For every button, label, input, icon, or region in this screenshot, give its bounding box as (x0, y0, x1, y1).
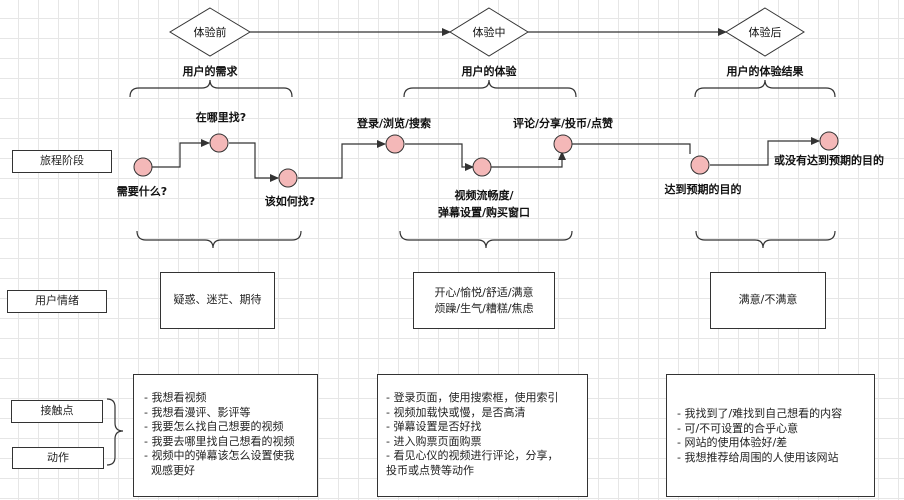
emotion-before-line: 疑惑、迷茫、期待 (173, 293, 262, 307)
emotion-after-line: 满意/不满意 (738, 293, 798, 307)
emotion-during-line-1: 开心/愉悦/舒适/满意 (434, 285, 534, 299)
top-brace-before (129, 79, 293, 98)
action-box-before: - 我想看视频 - 我想看漫评、影评等 - 我要怎么找自己想要的视频 - 我要去… (133, 374, 318, 497)
phase-caption-during: 用户的体验 (462, 64, 518, 78)
action-during-item: - 视频加载快或慢，是否高清 (386, 405, 526, 419)
action-after-item: - 网站的使用体验好/差 (677, 436, 788, 449)
label-how-find: 该如何找? (265, 194, 315, 208)
emotion-box-after: 满意/不满意 (710, 272, 826, 329)
bottom-brace-during (399, 230, 573, 249)
label-video-line2: 弹幕设置/购买窗口 (438, 205, 530, 219)
action-during-item: 投币或点赞等动作 (386, 463, 474, 477)
label-comment: 评论/分享/投币/点赞 (513, 116, 613, 130)
label-where-find: 在哪里找? (196, 110, 246, 124)
journey-path (152, 137, 820, 182)
row-label-action: 动作 (12, 447, 104, 469)
node-login (385, 134, 405, 154)
action-during-item: - 看见心仪的视频进行评论，分享， (386, 449, 559, 462)
action-before-item: - 我想看视频 (144, 391, 207, 404)
emotion-box-before: 疑惑、迷茫、期待 (160, 272, 275, 329)
action-before-item: - 我要去哪里找自己想看的视频 (144, 434, 295, 448)
emotion-box-during: 开心/愉悦/舒适/满意 烦躁/生气/糟糕/焦虑 (413, 272, 555, 329)
side-brace-actions (106, 398, 124, 466)
label-video-line1: 视频流畅度/ (454, 188, 514, 202)
row-label-journey-text: 旅程阶段 (40, 154, 84, 168)
label-not-achieve: 或没有达到预期的目的 (774, 153, 884, 167)
row-label-emotion-text: 用户情绪 (35, 294, 79, 308)
node-video (472, 157, 492, 177)
action-box-after: - 我找到了/难找到自己想看的内容 - 可/不可设置的合乎心意 - 网站的使用体… (666, 374, 875, 497)
row-label-action-text: 动作 (47, 450, 69, 464)
phase-caption-after: 用户的体验结果 (727, 64, 804, 78)
node-how-find (278, 168, 298, 188)
phase-diamond-during: 体验中 (449, 7, 529, 57)
top-brace-after (694, 79, 836, 98)
action-during-item: - 进入购票页面购票 (386, 434, 482, 448)
row-label-emotion: 用户情绪 (7, 290, 107, 313)
label-need-what: 需要什么? (117, 184, 167, 198)
node-achieve (690, 155, 710, 175)
phase-label-before: 体验前 (194, 25, 227, 39)
action-after-item: - 可/不可设置的合乎心意 (677, 421, 799, 435)
action-before-item: - 我要怎么找自己想要的视频 (144, 420, 284, 433)
phase-diamond-before: 体验前 (169, 7, 251, 57)
action-before-item: 观感更好 (144, 463, 195, 477)
node-comment (553, 134, 573, 154)
action-before-item: - 视频中的弹幕该怎么设置使我 (144, 449, 295, 462)
action-before-item: - 我想看漫评、影评等 (144, 405, 251, 419)
bottom-brace-after (695, 230, 836, 249)
action-after-item: - 我想推荐给周围的人使用该网站 (677, 450, 839, 464)
top-brace-during (403, 79, 577, 98)
phase-label-during: 体验中 (473, 25, 506, 39)
phase-diamond-after: 体验后 (725, 7, 805, 57)
bottom-brace-before (136, 230, 302, 249)
label-login: 登录/浏览/搜索 (356, 116, 431, 130)
row-label-touchpoint: 接触点 (11, 400, 103, 423)
action-during-item: - 弹幕设置是否好找 (386, 420, 482, 433)
label-achieve: 达到预期的目的 (665, 182, 742, 196)
row-label-touchpoint-text: 接触点 (40, 404, 74, 418)
node-need-what (133, 157, 153, 177)
action-box-during: - 登录页面，使用搜索框，使用索引 - 视频加载快或慢，是否高清 - 弹幕设置是… (377, 374, 588, 497)
node-not-achieve (819, 131, 839, 151)
action-after-item: - 我找到了/难找到自己想看的内容 (677, 407, 843, 420)
action-during-item: - 登录页面，使用搜索框，使用索引 (386, 391, 559, 404)
emotion-during-line-2: 烦躁/生气/糟糕/焦虑 (434, 301, 534, 315)
phase-caption-before: 用户的需求 (183, 64, 239, 78)
node-where-find (209, 133, 229, 153)
journey-nodes (133, 131, 839, 188)
row-label-journey: 旅程阶段 (12, 150, 112, 173)
phase-label-after: 体验后 (749, 25, 782, 39)
